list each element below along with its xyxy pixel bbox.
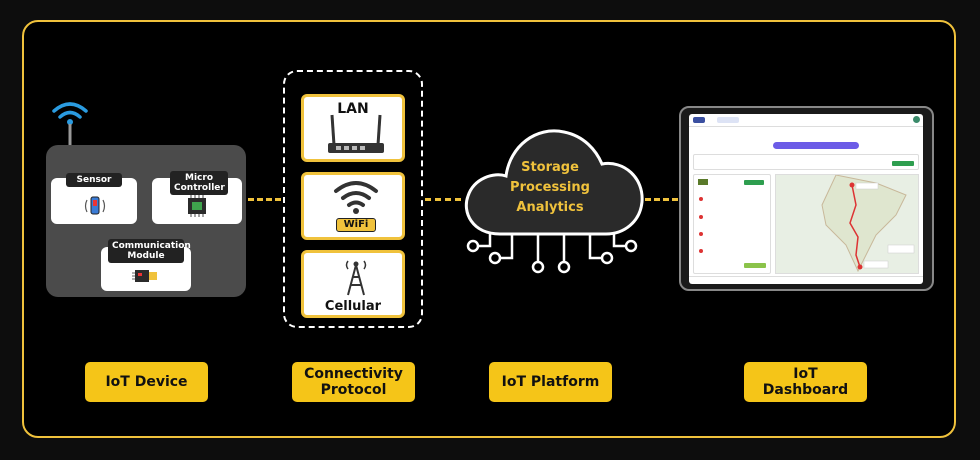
wifi-card: WiFi: [301, 172, 405, 240]
connector-device-protocol: [248, 198, 281, 201]
microcontroller-label-line2: Controller: [174, 183, 225, 193]
microcontroller-icon: [188, 195, 206, 217]
cell-tower-icon: [345, 260, 367, 296]
wifi-label-box: WiFi: [336, 218, 376, 232]
iot-device-panel: Sensor Micro Controller Communication Mo…: [46, 145, 246, 297]
sensor-card: [51, 178, 137, 224]
iot-platform-label: IoT Platform: [489, 362, 612, 402]
wifi-label: WiFi: [343, 219, 369, 230]
communication-label-line2: Module: [127, 251, 165, 261]
sensor-tag: Sensor: [66, 173, 122, 187]
screen-list-dot: [699, 249, 703, 253]
screen-list-dot: [699, 232, 703, 236]
communication-module-tag: Communication Module: [108, 239, 191, 263]
cellular-label: Cellular: [324, 299, 382, 314]
lan-label: LAN: [337, 101, 369, 117]
cloud-line-analytics: Analytics: [516, 200, 584, 215]
screen-row-badge: [744, 180, 764, 185]
microcontroller-label-line1: Micro: [185, 173, 213, 183]
connectivity-protocol-label-line2: Protocol: [320, 382, 387, 398]
screen-header: [689, 114, 923, 127]
screen-header-pill: [717, 117, 739, 123]
connector-platform-dashboard: [645, 198, 678, 201]
cloud-line-storage: Storage: [521, 160, 579, 175]
dashboard-tablet: [679, 106, 934, 291]
cloud-line-processing: Processing: [510, 180, 590, 195]
screen-row-badge: [744, 263, 766, 268]
communication-label-line1: Communication: [112, 241, 191, 251]
wifi-antenna-icon: [52, 102, 88, 145]
sensor-icon: [84, 196, 106, 215]
cloud-icon: [464, 129, 644, 274]
screen-avatar: [913, 116, 920, 123]
cellular-card: Cellular: [301, 250, 405, 318]
connectivity-protocol-box: LAN WiFi Cellular: [283, 70, 423, 328]
dashboard-screen: [689, 114, 923, 284]
router-icon: [328, 114, 384, 153]
wifi-icon: [334, 181, 378, 214]
screen-logo: [693, 117, 705, 123]
communication-module-icon: [132, 270, 157, 282]
screen-truck-icon: [698, 179, 708, 185]
lan-card: LAN: [301, 94, 405, 162]
screen-tabs: [773, 142, 859, 149]
connector-protocol-platform: [425, 198, 461, 201]
screen-footer: [689, 276, 923, 284]
connectivity-protocol-label-line1: Connectivity: [304, 366, 403, 382]
microcontroller-tag: Micro Controller: [170, 171, 228, 195]
iot-dashboard-label: IoT Dashboard: [744, 362, 867, 402]
screen-status-badge: [892, 161, 914, 166]
connectivity-protocol-label: Connectivity Protocol: [292, 362, 415, 402]
screen-list-dot: [699, 197, 703, 201]
iot-device-label: IoT Device: [85, 362, 208, 402]
screen-trip-list: [693, 174, 771, 274]
screen-map: [775, 174, 919, 274]
screen-list-dot: [699, 215, 703, 219]
cloud-text: Storage Processing Analytics: [480, 158, 620, 218]
screen-info-row: [693, 154, 919, 170]
map-shape: [821, 175, 915, 273]
